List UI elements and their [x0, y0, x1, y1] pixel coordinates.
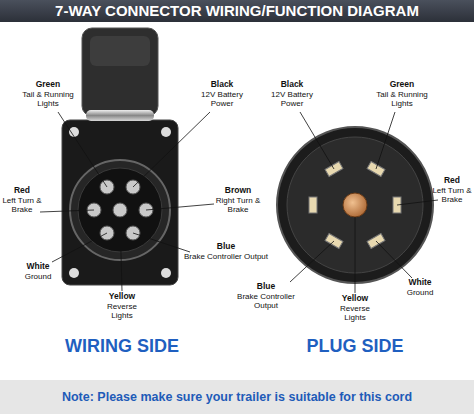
pin-function: 12V Battery Power	[262, 90, 322, 108]
leader-line	[290, 241, 334, 282]
diagram-title: 7-WAY CONNECTOR WIRING/FUNCTION DIAGRAM	[0, 0, 474, 22]
wire-color: White	[14, 262, 62, 272]
center-pin	[343, 193, 367, 217]
wire-color: Blue	[176, 242, 276, 252]
pin-function: Tail & Running Lights	[13, 90, 83, 108]
leader-line	[40, 210, 94, 212]
blade-slot	[309, 197, 317, 213]
wire-color: White	[395, 278, 445, 288]
note-band	[0, 380, 474, 414]
pin-function: Tail & Running Lights	[367, 90, 437, 108]
pin-function: Reverse Lights	[100, 302, 144, 320]
pin-function: Right Turn & Brake	[213, 196, 263, 214]
leader-line	[376, 241, 412, 278]
wire-color: Black	[262, 80, 322, 90]
socket-lid	[82, 28, 158, 116]
wire-color: Blue	[230, 282, 302, 292]
leader-line	[52, 233, 107, 262]
wire-color: Red	[432, 176, 472, 186]
pin-function: Ground	[395, 288, 445, 297]
wire-color: Red	[0, 186, 44, 196]
pin-function: Reverse Lights	[333, 304, 377, 322]
pin-function: Brake Controller Output	[230, 292, 302, 310]
pin-function: 12V Battery Power	[192, 90, 252, 108]
mounting-hole	[69, 127, 79, 137]
side-heading: WIRING SIDE	[22, 336, 222, 357]
wire-color: Black	[192, 80, 252, 90]
wire-color: Green	[13, 80, 83, 90]
hinge-spring	[86, 110, 154, 121]
pin-function: Left Turn & Brake	[432, 186, 472, 204]
leader-line	[133, 112, 210, 187]
terminal-screw	[113, 203, 127, 217]
leader-line	[355, 217, 356, 293]
leader-line	[120, 217, 122, 291]
leader-line	[133, 233, 190, 252]
leader-line	[146, 204, 214, 210]
side-heading: PLUG SIDE	[255, 336, 455, 357]
mounting-hole	[69, 268, 79, 278]
title-band	[0, 0, 474, 22]
mounting-hole	[161, 127, 171, 137]
leader-line	[300, 112, 334, 169]
pin-function: Ground	[14, 272, 62, 281]
wire-color: Yellow	[92, 292, 152, 302]
leader-line	[397, 200, 438, 205]
note-text: Note: Please make sure your trailer is s…	[0, 380, 474, 414]
lid-highlight	[90, 36, 150, 66]
pin-function: Brake Controller Output	[176, 252, 276, 261]
wire-color: Brown	[213, 186, 263, 196]
leader-line	[58, 112, 107, 187]
pin-function: Left Turn & Brake	[0, 196, 44, 214]
wire-color: Green	[367, 80, 437, 90]
leader-line	[376, 112, 395, 169]
mounting-hole	[161, 268, 171, 278]
wire-color: Yellow	[325, 294, 385, 304]
